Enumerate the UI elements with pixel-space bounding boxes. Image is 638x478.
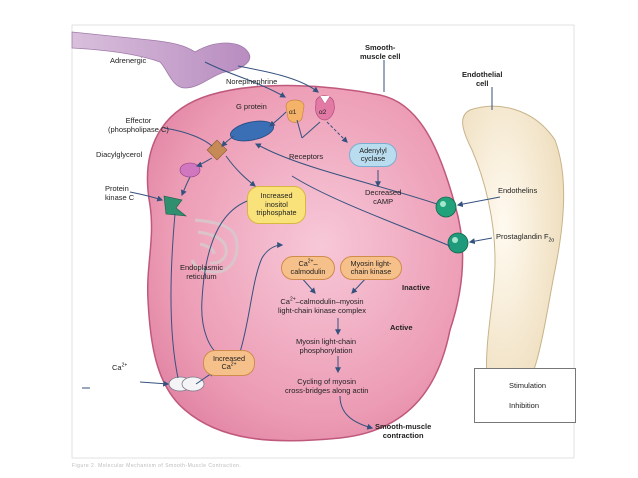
label-endoplasmic-reticulum: Endoplasmic reticulum <box>180 263 223 281</box>
ca-calmodulin-pill: Ca2+– calmodulin <box>281 256 335 280</box>
legend-inhibition: Inhibition <box>509 401 540 410</box>
increased-ip3-pill: Increased inositol triphosphate <box>247 186 306 224</box>
endothelin-receptor <box>435 196 457 218</box>
label-contraction: Smooth-muscle contraction <box>375 422 432 440</box>
label-complex: Ca2+–calmodulin–myosin light-chain kinas… <box>278 296 366 315</box>
adenylyl-cyclase-pill: Adenylyl cyclase <box>349 143 397 167</box>
label-ca-outside: Ca2+ <box>112 362 128 372</box>
calcium-channel <box>168 376 205 392</box>
increased-ca-pill: Increased Ca2+ <box>203 350 255 376</box>
label-receptors: Receptors <box>289 152 324 161</box>
adrenergic-nerve <box>71 31 251 89</box>
label-smooth-muscle-cell: Smooth- muscle cell <box>360 43 401 61</box>
mlck-pill: Myosin light- chain kinase <box>340 256 402 280</box>
label-alpha1: α1 <box>289 109 297 116</box>
label-norepinephrine: Norepinephrine <box>226 77 278 86</box>
label-cycling: Cycling of myosin cross-bridges along ac… <box>285 377 369 395</box>
prostaglandin-receptor <box>447 232 469 254</box>
diacylglycerol <box>179 162 201 178</box>
label-adrenergic: Adrenergic <box>110 56 147 65</box>
label-diacylglycerol: Diacylglycerol <box>96 150 143 159</box>
alpha1-receptor <box>285 99 305 123</box>
figure-caption: Figure 2. Molecular Mechanism of Smooth-… <box>72 463 242 469</box>
label-protein-kinase-c: Protein kinase C <box>105 184 135 202</box>
legend: Stimulation Inhibition <box>474 368 576 423</box>
label-prostaglandin: Prostaglandin F2α <box>496 232 555 244</box>
protein-kinase-c <box>163 195 187 217</box>
label-phosphorylation: Myosin light-chain phosphorylation <box>296 337 357 355</box>
label-endothelial-cell: Endothelial cell <box>462 70 503 88</box>
legend-stimulation: Stimulation <box>509 381 547 390</box>
label-decreased-camp: Decreased cAMP <box>365 188 402 206</box>
label-endothelins: Endothelins <box>498 186 538 195</box>
label-inactive: Inactive <box>402 283 430 292</box>
alpha2-receptor <box>315 95 335 121</box>
label-alpha2: α2 <box>319 109 327 116</box>
label-effector: Effector (phospholipase C) <box>108 116 169 134</box>
label-active: Active <box>390 323 413 332</box>
label-g-protein: G protein <box>236 102 267 111</box>
